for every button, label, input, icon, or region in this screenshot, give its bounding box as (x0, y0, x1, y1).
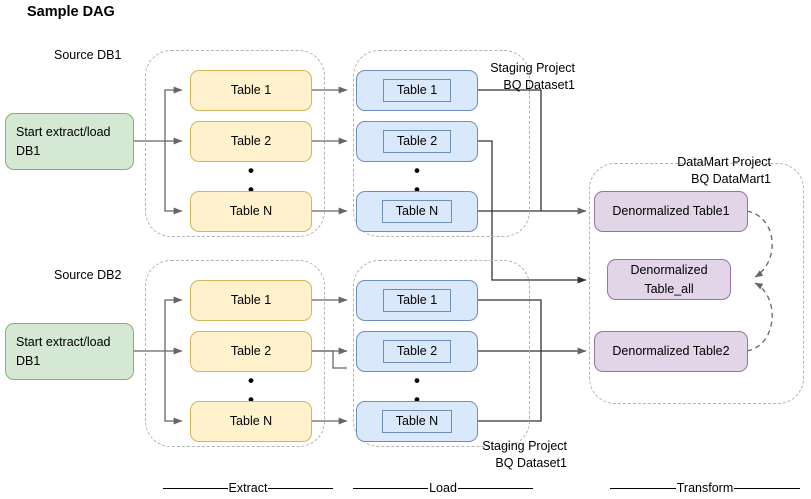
node-label: Table N (381, 410, 453, 433)
node-load-bottom-table-2[interactable]: Table 2 (356, 331, 478, 372)
node-label: Table 1 (230, 83, 272, 98)
node-denormalized-table-all[interactable]: Denormalized Table_all (607, 259, 731, 300)
phase-rule-right (268, 487, 333, 489)
node-extract-top-table-2[interactable]: Table 2 (190, 121, 312, 162)
node-denormalized-table1[interactable]: Denormalized Table1 (594, 191, 748, 232)
node-denormalized-table2[interactable]: Denormalized Table2 (594, 331, 748, 372)
node-extract-top-table-1[interactable]: Table 1 (190, 70, 312, 111)
node-label: Start extract/load DB1 (16, 125, 111, 158)
node-load-top-table-1[interactable]: Table 1 (356, 70, 478, 111)
phase-rule-left (610, 487, 676, 489)
group-source-db1 (145, 50, 325, 237)
ellipsis-extract-bottom: • • (248, 371, 254, 409)
node-label: Table 1 (230, 293, 272, 308)
node-extract-bottom-table-n[interactable]: Table N (190, 401, 312, 442)
node-label: Table N (229, 204, 273, 219)
node-load-top-table-2[interactable]: Table 2 (356, 121, 478, 162)
node-start-extract-load-db1[interactable]: Start extract/load DB1 (5, 113, 134, 170)
node-label: Table 2 (382, 130, 452, 153)
node-label: Denormalized Table_all (630, 263, 708, 296)
phase-rule-left (353, 487, 429, 489)
phase-transform: Transform (610, 481, 800, 495)
label-staging-bottom: Staging Project BQ Dataset1 (482, 439, 567, 470)
node-label: Start extract/load DB1 (16, 335, 111, 368)
ellipsis-extract-top: • • (248, 161, 254, 199)
node-load-bottom-table-n[interactable]: Table N (356, 401, 478, 442)
ellipsis-load-top: • • (414, 161, 420, 199)
node-load-top-table-n[interactable]: Table N (356, 191, 478, 232)
phase-label: Load (429, 481, 457, 495)
node-load-bottom-table-1[interactable]: Table 1 (356, 280, 478, 321)
node-label: Table 2 (230, 344, 272, 359)
group-datamart (589, 163, 804, 404)
node-label: Table 1 (382, 79, 452, 102)
phase-rule-right (734, 487, 800, 489)
label-staging-top: Staging Project BQ Dataset1 (490, 61, 575, 92)
phase-extract: Extract (163, 481, 333, 495)
page-title: Sample DAG (27, 4, 115, 20)
label-source-db1: Source DB1 (54, 48, 122, 62)
node-label: Table N (229, 414, 273, 429)
phase-label: Extract (228, 481, 268, 495)
phase-rule-left (163, 487, 228, 489)
phase-label: Transform (676, 481, 734, 495)
node-label: Table 1 (382, 289, 452, 312)
label-datamart: DataMart Project BQ DataMart1 (677, 155, 771, 186)
node-label: Table 2 (230, 134, 272, 149)
phase-rule-right (457, 487, 533, 489)
node-label: Table 2 (382, 340, 452, 363)
node-label: Denormalized Table2 (612, 344, 730, 359)
node-label: Table N (381, 200, 453, 223)
node-extract-bottom-table-2[interactable]: Table 2 (190, 331, 312, 372)
node-start-extract-load-db2[interactable]: Start extract/load DB1 (5, 323, 134, 380)
node-extract-bottom-table-1[interactable]: Table 1 (190, 280, 312, 321)
phase-load: Load (353, 481, 533, 495)
node-extract-top-table-n[interactable]: Table N (190, 191, 312, 232)
ellipsis-load-bottom: • • (414, 371, 420, 409)
label-source-db2: Source DB2 (54, 268, 122, 282)
node-label: Denormalized Table1 (612, 204, 730, 219)
